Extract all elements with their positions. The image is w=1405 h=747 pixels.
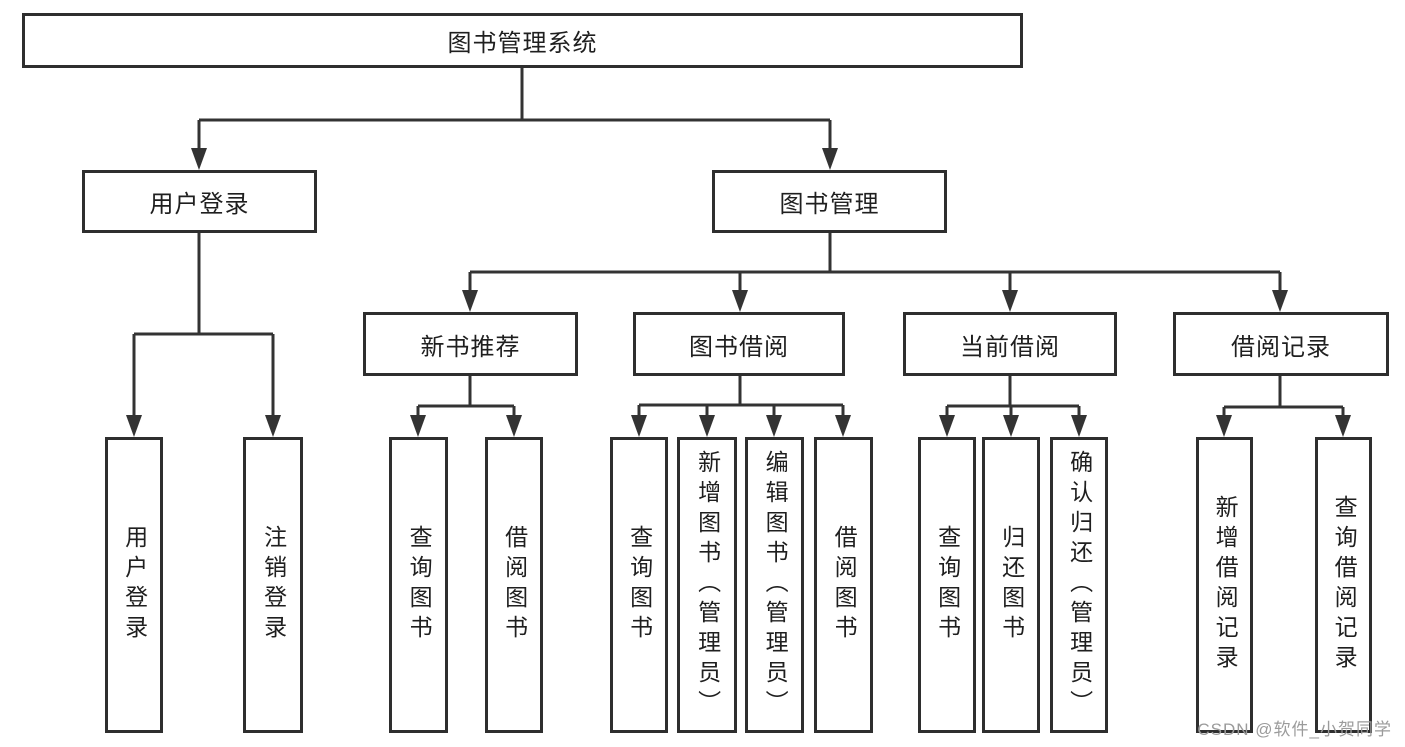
connector-book-borrowing-split <box>631 376 851 437</box>
arrowhead-icon <box>1335 415 1351 437</box>
leaf-borrow-books-recommend: 借阅图书 <box>485 437 543 733</box>
node-book-borrowing: 图书借阅 <box>633 312 845 376</box>
node-label: 图书管理 <box>779 191 880 218</box>
arrowhead-icon <box>1003 415 1019 437</box>
node-label: 新增借阅记录 <box>1212 495 1239 675</box>
leaf-return-books: 归还图书 <box>982 437 1040 733</box>
arrowhead-icon <box>822 148 838 170</box>
node-label: 用户登录 <box>121 525 148 645</box>
connector-new-book-split <box>410 376 522 437</box>
leaf-query-books-current: 查询图书 <box>918 437 976 733</box>
node-label: 借阅记录 <box>1231 333 1331 361</box>
node-book-management: 图书管理 <box>712 170 947 233</box>
connector-borrowing-records-split <box>1216 376 1351 437</box>
arrowhead-icon <box>631 415 647 437</box>
csdn-watermark: CSDN @软件_小贺同学 <box>1197 720 1392 739</box>
leaf-user-login: 用户登录 <box>105 437 163 733</box>
node-borrowing-records: 借阅记录 <box>1173 312 1389 376</box>
arrowhead-icon <box>699 415 715 437</box>
node-label: 图书借阅 <box>689 333 789 361</box>
arrowhead-icon <box>939 415 955 437</box>
arrowhead-icon <box>1002 290 1018 312</box>
leaf-confirm-return-admin: 确认归还（管理员） <box>1050 437 1108 733</box>
leaf-query-borrow-record: 查询借阅记录 <box>1315 437 1372 733</box>
leaf-borrow-books-borrowing: 借阅图书 <box>814 437 873 733</box>
connector-user-login-split <box>126 233 281 437</box>
node-label: 查询借阅记录 <box>1331 495 1358 675</box>
leaf-logout: 注销登录 <box>243 437 303 733</box>
leaf-query-books-borrowing: 查询图书 <box>610 437 668 733</box>
arrowhead-icon <box>1216 415 1232 437</box>
node-label: 借阅图书 <box>831 525 858 645</box>
leaf-add-book-admin: 新增图书（管理员） <box>677 437 737 733</box>
arrowhead-icon <box>732 290 748 312</box>
node-label: 查询图书 <box>934 525 961 645</box>
arrowhead-icon <box>1071 415 1087 437</box>
node-label: 借阅图书 <box>501 525 528 645</box>
leaf-edit-book-admin: 编辑图书（管理员） <box>745 437 804 733</box>
node-current-borrowing: 当前借阅 <box>903 312 1117 376</box>
connector-root-to-level2 <box>191 68 838 170</box>
arrowhead-icon <box>191 148 207 170</box>
arrowhead-icon <box>265 415 281 437</box>
connector-book-management-split <box>462 233 1288 312</box>
node-label: 查询图书 <box>626 525 653 645</box>
connector-current-borrowing-split <box>939 376 1087 437</box>
node-label: 用户登录 <box>149 191 250 218</box>
node-user-login: 用户登录 <box>82 170 317 233</box>
node-label: 当前借阅 <box>960 333 1060 361</box>
node-label: 注销登录 <box>260 525 287 645</box>
node-label: 图书管理系统 <box>447 30 598 57</box>
arrowhead-icon <box>1272 290 1288 312</box>
node-label: 查询图书 <box>406 525 433 645</box>
node-label: 归还图书 <box>998 525 1025 645</box>
node-label: 新增图书（管理员） <box>694 450 721 720</box>
arrowhead-icon <box>766 415 782 437</box>
node-label: 新书推荐 <box>420 333 521 361</box>
node-label: 编辑图书（管理员） <box>762 450 789 720</box>
arrowhead-icon <box>462 290 478 312</box>
node-label: 确认归还（管理员） <box>1066 450 1093 720</box>
arrowhead-icon <box>126 415 142 437</box>
arrowhead-icon <box>835 415 851 437</box>
node-new-book-recommend: 新书推荐 <box>363 312 578 376</box>
leaf-query-books-recommend: 查询图书 <box>389 437 448 733</box>
arrowhead-icon <box>506 415 522 437</box>
arrowhead-icon <box>410 415 426 437</box>
leaf-add-borrow-record: 新增借阅记录 <box>1196 437 1253 733</box>
node-book-management-system: 图书管理系统 <box>22 13 1023 68</box>
